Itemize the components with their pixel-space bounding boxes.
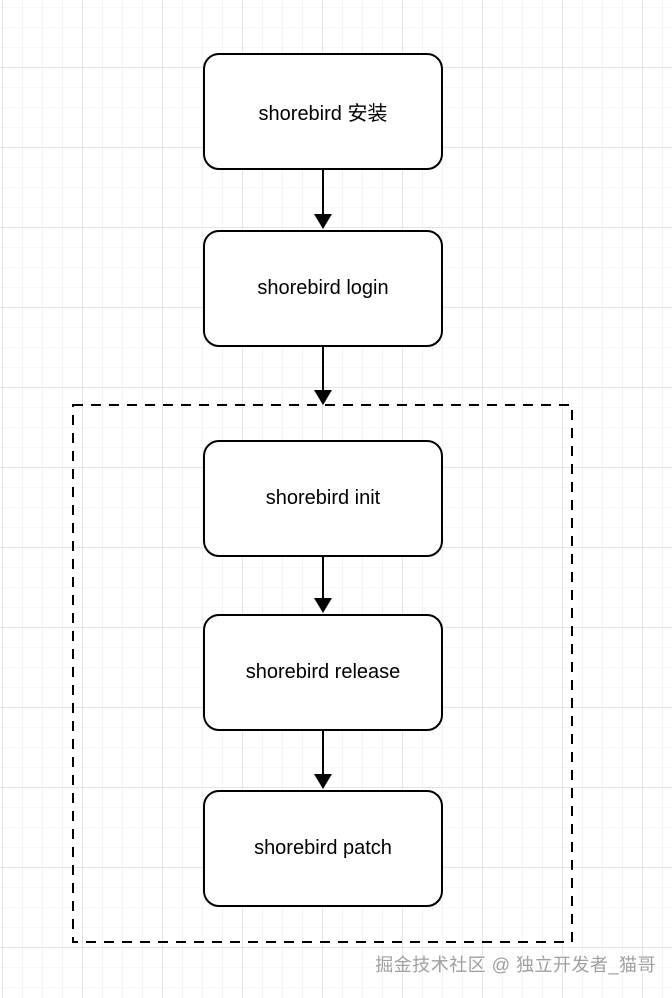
arrow-release-to-patch — [314, 731, 332, 789]
arrow-head-icon — [314, 214, 332, 229]
node-shorebird-init: shorebird init — [203, 440, 443, 557]
node-label: shorebird patch — [254, 837, 392, 859]
arrow-head-icon — [314, 390, 332, 405]
arrow-head-icon — [314, 774, 332, 789]
node-shorebird-patch: shorebird patch — [203, 790, 443, 907]
node-shorebird-login: shorebird login — [203, 230, 443, 347]
arrow-head-icon — [314, 598, 332, 613]
arrow-init-to-release — [314, 557, 332, 613]
arrow-line — [322, 731, 324, 777]
watermark: 掘金技术社区 @ 独立开发者_猫哥 — [375, 955, 656, 975]
arrow-line — [322, 347, 324, 393]
node-label: shorebird 安装 — [258, 103, 388, 125]
node-label: shorebird release — [245, 661, 401, 683]
arrow-line — [322, 557, 324, 601]
arrow-line — [322, 170, 324, 217]
node-shorebird-install: shorebird 安装 — [203, 53, 443, 170]
arrow-login-to-init — [314, 347, 332, 405]
node-shorebird-release: shorebird release — [203, 614, 443, 731]
node-label: shorebird init — [265, 487, 381, 509]
dashed-border — [72, 404, 573, 943]
arrow-install-to-login — [314, 170, 332, 229]
node-label: shorebird login — [257, 277, 389, 299]
dashed-group-container — [72, 404, 573, 943]
